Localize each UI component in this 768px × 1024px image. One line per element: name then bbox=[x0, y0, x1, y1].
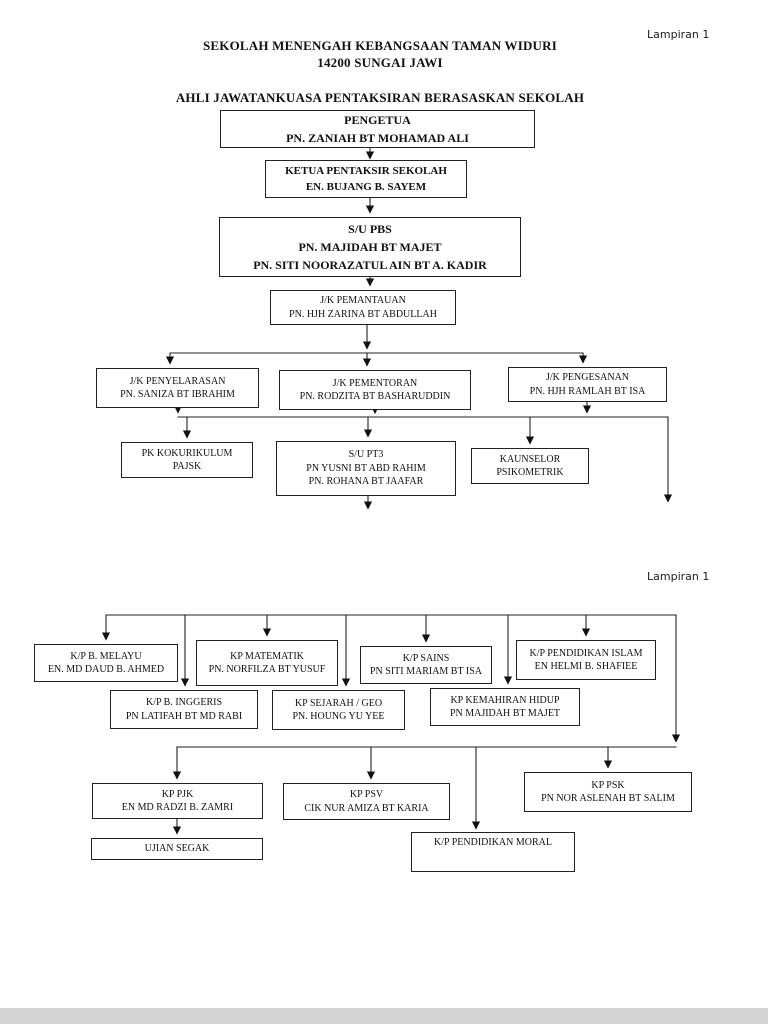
role-label: J/K PEMANTAUAN bbox=[320, 295, 406, 306]
person-label: PN. NORFILZA BT YUSUF bbox=[208, 664, 326, 675]
org-box-kp-b-inggeris: K/P B. INGGERIS PN LATIFAH BT MD RABI bbox=[110, 690, 258, 729]
role-label: KETUA PENTAKSIR SEKOLAH bbox=[285, 164, 447, 177]
org-box-kp-kemahiran-hidup: KP KEMAHIRAN HIDUP PN MAJIDAH BT MAJET bbox=[430, 688, 580, 726]
org-box-jk-pementoran: J/K PEMENTORAN PN. RODZITA BT BASHARUDDI… bbox=[279, 370, 471, 410]
org-box-kaunselor-psikometrik: KAUNSELOR PSIKOMETRIK bbox=[471, 448, 589, 484]
page1-lampiran-label: Lampiran 1 bbox=[647, 28, 710, 41]
role-label: PENGETUA bbox=[344, 113, 411, 127]
org-box-kp-matematik: KP MATEMATIK PN. NORFILZA BT YUSUF bbox=[196, 640, 338, 686]
role-label: K/P PENDIDIKAN ISLAM bbox=[529, 647, 643, 659]
person-label: PN. HOUNG YU YEE bbox=[292, 711, 385, 722]
role-label: KP PSK bbox=[591, 779, 625, 791]
person-label: PN. MAJIDAH BT MAJET bbox=[298, 240, 442, 254]
org-box-jk-pemantauan: J/K PEMANTAUAN PN. HJH ZARINA BT ABDULLA… bbox=[270, 290, 456, 325]
org-box-ujian-segak: UJIAN SEGAK bbox=[91, 838, 263, 860]
role-label: UJIAN SEGAK bbox=[144, 843, 210, 855]
role-label: PK KOKURIKULUM bbox=[141, 447, 233, 459]
person-label: PN MAJIDAH BT MAJET bbox=[449, 708, 561, 719]
role-label: KAUNSELOR bbox=[499, 453, 561, 465]
role-label: KP PSV bbox=[349, 789, 384, 800]
person-label: PN. HJH RAMLAH BT ISA bbox=[529, 385, 646, 397]
committee-title: AHLI JAWATANKUASA PENTAKSIRAN BERASASKAN… bbox=[175, 90, 585, 105]
page2-lampiran-label: Lampiran 1 bbox=[647, 570, 710, 583]
org-box-kp-b-melayu: K/P B. MELAYU EN. MD DAUD B. AHMED bbox=[34, 644, 178, 682]
person-label: PN YUSNI BT ABD RAHIM bbox=[306, 462, 426, 474]
role-label: K/P PENDIDIKAN MORAL bbox=[434, 837, 552, 848]
person-label: EN HELMI B. SHAFIEE bbox=[534, 661, 638, 672]
role-label: J/K PENGESANAN bbox=[545, 372, 630, 383]
role-label: KP SEJARAH / GEO bbox=[294, 697, 383, 709]
role-label: K/P B. INGGERIS bbox=[145, 697, 223, 708]
role-label: K/P SAINS bbox=[402, 652, 450, 664]
org-box-pk-kokurikulum: PK KOKURIKULUM PAJSK bbox=[121, 442, 253, 478]
person-label: EN MD RADZI B. ZAMRI bbox=[121, 802, 234, 813]
school-name: SEKOLAH MENENGAH KEBANGSAAN TAMAN WIDURI bbox=[203, 38, 557, 53]
role-label: J/K PENYELARASAN bbox=[129, 375, 226, 387]
school-address: 14200 SUNGAI JAWI bbox=[317, 55, 443, 70]
org-box-su-pt3: S/U PT3 PN YUSNI BT ABD RAHIM PN. ROHANA… bbox=[276, 441, 456, 496]
org-box-kp-pendidikan-islam: K/P PENDIDIKAN ISLAM EN HELMI B. SHAFIEE bbox=[516, 640, 656, 680]
person-label: PN. RODZITA BT BASHARUDDIN bbox=[299, 391, 451, 402]
person-label: EN. BUJANG B. SAYEM bbox=[305, 181, 427, 193]
viewer-page-edge bbox=[0, 1008, 768, 1024]
person-label: EN. MD DAUD B. AHMED bbox=[47, 664, 165, 675]
person-label: PN SITI MARIAM BT ISA bbox=[369, 666, 483, 677]
person-label: PN NOR ASLENAH BT SALIM bbox=[541, 793, 675, 804]
role-label: J/K PEMENTORAN bbox=[332, 377, 418, 389]
org-box-kp-psv: KP PSV CIK NUR AMIZA BT KARIA bbox=[283, 783, 450, 820]
person-label: PN. SITI NOORAZATUL AIN BT A. KADIR bbox=[253, 258, 487, 272]
person-label: PSIKOMETRIK bbox=[496, 467, 564, 478]
person-label: PN. SANIZA BT IBRAHIM bbox=[120, 389, 235, 400]
person-label: CIK NUR AMIZA BT KARIA bbox=[304, 802, 429, 814]
org-box-kp-pendidikan-moral: K/P PENDIDIKAN MORAL bbox=[411, 832, 575, 872]
org-box-ketua-pentaksir: KETUA PENTAKSIR SEKOLAH EN. BUJANG B. SA… bbox=[265, 160, 467, 198]
org-box-kp-pjk: KP PJK EN MD RADZI B. ZAMRI bbox=[92, 783, 263, 819]
role-label: KP KEMAHIRAN HIDUP bbox=[450, 694, 560, 706]
org-box-kp-psk: KP PSK PN NOR ASLENAH BT SALIM bbox=[524, 772, 692, 812]
org-box-jk-penyelarasan: J/K PENYELARASAN PN. SANIZA BT IBRAHIM bbox=[96, 368, 259, 408]
person-label: PN. ROHANA BT JAAFAR bbox=[308, 476, 424, 488]
person-label: PN. ZANIAH BT MOHAMAD ALI bbox=[286, 131, 469, 145]
org-box-jk-pengesanan: J/K PENGESANAN PN. HJH RAMLAH BT ISA bbox=[508, 367, 667, 402]
role-label: KP MATEMATIK bbox=[230, 650, 304, 662]
person-label: PN LATIFAH BT MD RABI bbox=[125, 710, 243, 722]
person-label: PAJSK bbox=[172, 461, 202, 472]
role-label: KP PJK bbox=[161, 788, 194, 800]
person-label: PN. HJH ZARINA BT ABDULLAH bbox=[289, 308, 437, 320]
org-box-kp-sejarah-geo: KP SEJARAH / GEO PN. HOUNG YU YEE bbox=[272, 690, 405, 730]
role-label: S/U PBS bbox=[348, 222, 392, 236]
role-label: K/P B. MELAYU bbox=[70, 650, 142, 662]
role-label: S/U PT3 bbox=[348, 449, 384, 461]
org-box-kp-sains: K/P SAINS PN SITI MARIAM BT ISA bbox=[360, 646, 492, 684]
org-box-pengetua: PENGETUA PN. ZANIAH BT MOHAMAD ALI bbox=[220, 110, 535, 148]
org-box-su-pbs: S/U PBS PN. MAJIDAH BT MAJET PN. SITI NO… bbox=[219, 217, 521, 277]
